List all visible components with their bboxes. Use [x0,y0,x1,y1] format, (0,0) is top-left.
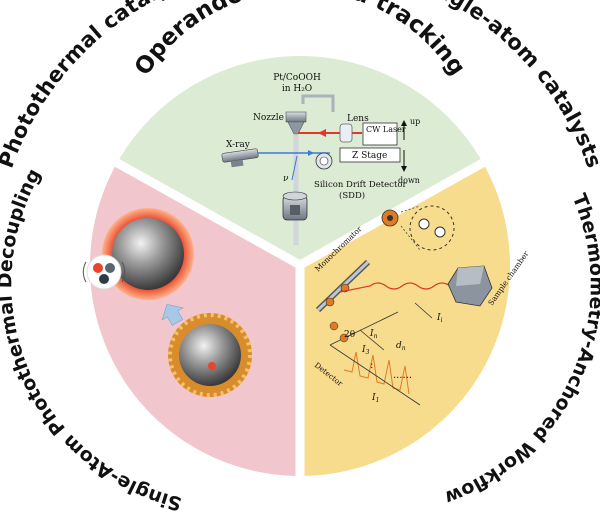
sector-right [300,163,510,476]
detector-abbr-label: (SDD) [339,190,365,201]
dots-horizontal: ...... [393,370,412,381]
I1-label: I1 [371,393,379,404]
operando-setup: Pt/CoOOH in H₂O Nozzle Lens CW Laser Z S… [221,73,420,245]
sample-collector [282,191,308,221]
xrd-beam [339,282,471,293]
transition-arrow [161,303,184,326]
Ii-label: Ii [436,313,443,324]
hot-particle [112,218,184,290]
zoom-inset [409,205,455,251]
silicon-drift-detector [315,152,333,170]
dots-vertical: : [370,360,373,371]
decoupling-illustration [82,208,252,397]
lens-label: Lens [347,114,369,124]
nozzle-label: Nozzle [253,113,284,123]
dn-label: dn [396,341,406,352]
laser-label: CW Laser [366,125,406,134]
zstage-label: Z Stage [352,151,387,161]
z-stage [339,147,401,163]
up-label: up [410,117,420,126]
single-atom-inset [82,254,126,290]
down-label: down [398,176,420,185]
nozzle [285,111,307,123]
In-label: In [369,329,378,340]
detector-label: Silicon Drift Detector [314,180,407,190]
sample-label: Pt/CoOOH [273,73,321,83]
xray-label: X-ray [226,140,251,150]
xray-source [221,148,259,168]
laser-box [362,122,398,146]
sample-tube [301,94,335,112]
solvent-label: in H₂O [282,84,312,94]
lens [339,123,353,143]
nu-label: ν [283,174,289,184]
I3-label: I3 [361,345,370,356]
two-theta-label: 2θ [344,330,355,340]
divider-left [109,156,303,269]
cool-particle [179,324,241,386]
